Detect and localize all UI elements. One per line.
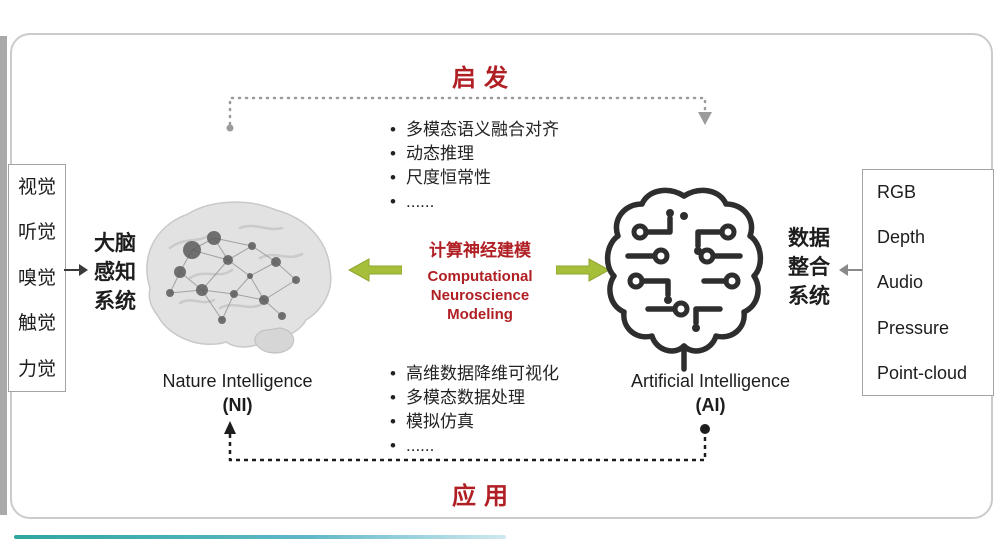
ni-title: Nature Intelligence — [162, 371, 313, 391]
list-item: 尺度恒常性 — [390, 166, 625, 190]
inspiration-flow-arrow — [226, 96, 712, 132]
flow-start-dot — [226, 124, 234, 132]
modality-item: Point-cloud — [877, 362, 968, 383]
list-item: ...... — [390, 190, 625, 214]
modality-item: Depth — [877, 227, 926, 248]
application-flow-arrow — [224, 421, 710, 462]
sense-item: 触觉 — [17, 313, 56, 335]
list-item: ...... — [390, 434, 635, 458]
top-capabilities-list: 多模态语义融合对齐 动态推理 尺度恒常性 ...... — [390, 118, 625, 214]
modality-item: Pressure — [877, 317, 950, 338]
brain-network-illustration — [146, 201, 332, 354]
sense-item: 力觉 — [17, 358, 56, 380]
sense-item: 嗅觉 — [17, 267, 56, 289]
system-label-line: 大脑 — [94, 232, 136, 255]
ni-abbr: (NI) — [222, 395, 253, 415]
modalities-panel: RGB Depth Audio Pressure Point-cloud — [862, 169, 994, 396]
bottom-accent-strip — [14, 535, 506, 539]
circuit-traces — [625, 209, 743, 332]
circuit-brain-icon — [604, 187, 764, 372]
brain-network-graph — [166, 231, 300, 324]
arrowhead-down-icon — [698, 112, 712, 125]
sense-item: 听觉 — [17, 222, 56, 244]
modality-item: RGB — [877, 182, 917, 202]
model-label: 计算神经建模 Computational Neuroscience Modeli… — [398, 236, 562, 324]
ai-abbr: (AI) — [695, 395, 726, 415]
brain-perception-system-label: 大脑 感知 系统 — [88, 229, 142, 316]
arrowhead-up-icon — [224, 421, 236, 434]
green-arrow-left-icon — [348, 258, 402, 282]
ai-label: Artificial Intelligence (AI) — [608, 371, 813, 416]
data-integration-system-label: 数据 整合 系统 — [780, 224, 838, 311]
ni-label: Nature Intelligence (NI) — [130, 371, 345, 416]
modalities-to-system-arrow-icon — [839, 264, 863, 276]
inspiration-label: 启发 — [452, 65, 516, 92]
list-item: 动态推理 — [390, 142, 625, 166]
ai-title: Artificial Intelligence — [630, 371, 791, 391]
list-item: 高维数据降维可视化 — [390, 362, 635, 386]
senses-to-brain-arrow-icon — [64, 264, 88, 276]
list-item: 模拟仿真 — [390, 410, 635, 434]
modality-item: Audio — [877, 272, 924, 293]
bottom-capabilities-list: 高维数据降维可视化 多模态数据处理 模拟仿真 ...... — [390, 362, 635, 458]
flow-start-dot — [700, 424, 710, 434]
senses-panel: 视觉 听觉 嗅觉 触觉 力觉 — [8, 164, 66, 392]
system-label-line: 系统 — [94, 290, 136, 313]
system-label-line: 数据 — [788, 227, 830, 250]
model-label-en-line: Modeling — [447, 306, 513, 323]
green-arrow-right-icon — [556, 258, 610, 282]
brain-silhouette — [146, 201, 332, 354]
page-edge-strip — [0, 36, 7, 515]
list-item: 多模态语义融合对齐 — [390, 118, 625, 142]
list-item: 多模态数据处理 — [390, 386, 635, 410]
system-label-line: 系统 — [788, 285, 830, 308]
model-label-zh: 计算神经建模 — [429, 241, 531, 260]
system-label-line: 整合 — [788, 256, 830, 279]
system-label-line: 感知 — [94, 261, 136, 284]
sense-item: 视觉 — [17, 177, 56, 198]
model-label-en-line: Neuroscience — [430, 287, 530, 304]
application-label: 应用 — [452, 483, 516, 510]
model-label-en-line: Computational — [427, 268, 533, 285]
